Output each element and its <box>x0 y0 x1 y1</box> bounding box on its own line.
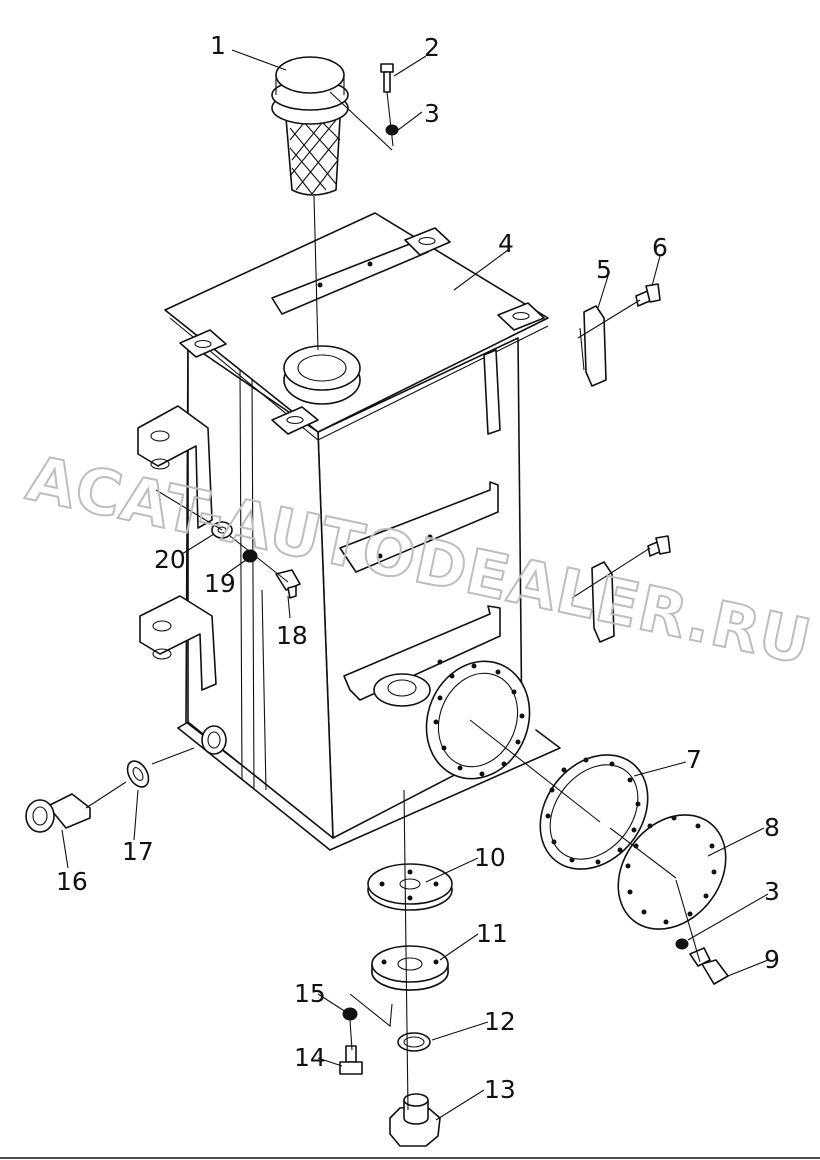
label-15: 15 <box>294 979 326 1008</box>
part-1-filler-cap <box>271 56 349 196</box>
label-7: 7 <box>686 745 702 774</box>
label-14: 14 <box>294 1043 326 1072</box>
part-2-screw <box>380 63 394 93</box>
part-15-lockwasher <box>342 1007 358 1021</box>
label-10: 10 <box>474 843 506 872</box>
part-17-washer <box>126 760 150 788</box>
part-13-drain-plug <box>389 1093 441 1147</box>
assembly-lines <box>85 91 701 1111</box>
part-11-flange <box>371 945 449 991</box>
part-16-fitting <box>25 793 91 833</box>
part-labels: 1 2 3 4 5 6 7 8 3 9 10 11 12 13 14 15 16… <box>56 31 780 1104</box>
label-16: 16 <box>56 867 88 896</box>
part-14-bolt <box>339 1045 363 1075</box>
part-12-oring <box>397 1032 431 1052</box>
label-4: 4 <box>498 229 514 258</box>
label-6: 6 <box>652 233 668 262</box>
label-19: 19 <box>204 569 236 598</box>
part-9-bolt <box>689 947 729 985</box>
part-7-gasket <box>539 754 649 870</box>
label-18: 18 <box>276 621 308 650</box>
label-12: 12 <box>484 1007 516 1036</box>
label-11: 11 <box>476 919 508 948</box>
label-9: 9 <box>764 945 780 974</box>
part-3-washer-lower <box>675 938 689 950</box>
label-20: 20 <box>154 545 186 574</box>
label-1: 1 <box>210 31 226 60</box>
label-3-lower: 3 <box>764 877 780 906</box>
part-5-strap <box>583 305 607 387</box>
part-18-bolt <box>275 569 301 599</box>
label-2: 2 <box>424 33 440 62</box>
part-19-lockwasher <box>242 549 258 563</box>
label-17: 17 <box>122 837 154 866</box>
tank-body <box>137 212 561 851</box>
label-13: 13 <box>484 1075 516 1104</box>
label-8: 8 <box>764 813 780 842</box>
part-6-bolt <box>635 283 661 307</box>
leader-lines <box>61 49 769 1121</box>
part-10-flange <box>367 863 453 911</box>
label-3-top: 3 <box>424 99 440 128</box>
label-5: 5 <box>596 255 612 284</box>
